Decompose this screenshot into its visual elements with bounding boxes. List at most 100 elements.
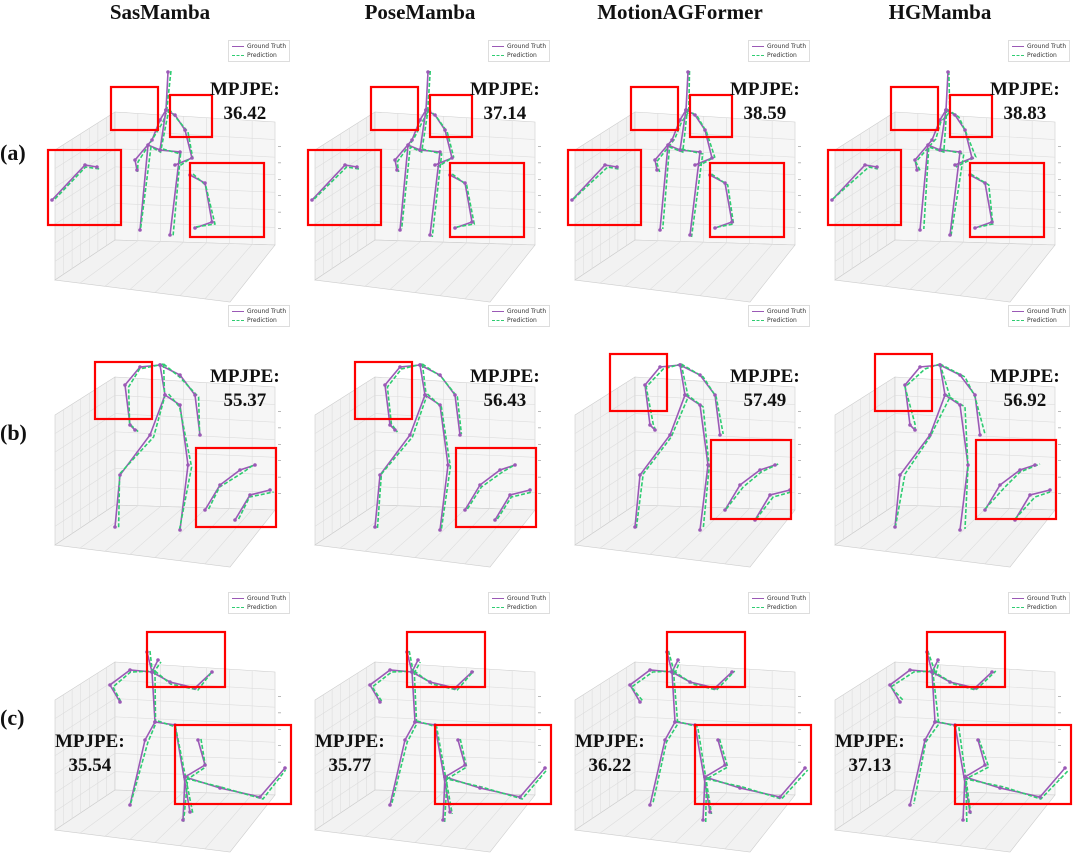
grid-line [574, 468, 636, 509]
ground-truth-bone [984, 464, 1036, 511]
ground-truth-joint [388, 668, 392, 672]
ground-truth-joint [433, 163, 437, 167]
ground-truth-bone [702, 776, 706, 821]
mpjpe-value: 57.49 [743, 390, 787, 411]
ground-truth-joint [663, 738, 667, 742]
prediction-bone [400, 108, 430, 230]
ground-truth-joint [958, 373, 962, 377]
ground-truth-joint [653, 428, 657, 432]
ground-truth-bone [464, 464, 516, 511]
column-title: PoseMamba [364, 0, 476, 24]
grid-line [54, 753, 116, 794]
ground-truth-joint [998, 483, 1002, 487]
grid-line [389, 241, 444, 290]
prediction-bone [422, 148, 443, 238]
ground-truth-joint [773, 463, 777, 467]
ground-truth-joint [653, 158, 657, 162]
solid-line-swatch [492, 46, 504, 47]
pose-3d-plot [566, 70, 801, 303]
ground-truth-joint [178, 150, 182, 154]
ground-truth-joint [930, 138, 934, 142]
grid-line [894, 734, 1056, 743]
ground-truth-joint [898, 473, 902, 477]
ground-truth-joint [678, 118, 682, 122]
grid-line [414, 242, 467, 293]
grid-line [834, 468, 896, 509]
ground-truth-joint [438, 373, 442, 377]
mpjpe-value: 56.92 [1003, 390, 1047, 411]
mpjpe-annotation: MPJPE:36.22 [575, 730, 645, 778]
ground-truth-joint [1018, 468, 1022, 472]
ground-truth-joint [670, 138, 674, 142]
grid-line [634, 679, 796, 690]
legend-item-ground-truth: Ground Truth [232, 42, 286, 51]
grid-line [634, 166, 796, 176]
solid-line-swatch [1012, 311, 1024, 312]
ground-truth-joint [118, 473, 122, 477]
grid-line [574, 753, 636, 794]
legend-label: Prediction [767, 317, 797, 324]
grid-line [114, 184, 276, 193]
ground-truth-joint [133, 428, 137, 432]
ground-truth-bone [962, 776, 966, 821]
solid-line-swatch [752, 311, 764, 312]
ground-truth-joint [178, 403, 182, 407]
ground-truth-joint [683, 393, 687, 397]
legend-item-ground-truth: Ground Truth [1012, 307, 1066, 316]
legend-item-prediction: Prediction [752, 316, 806, 325]
dashed-line-swatch [1012, 320, 1024, 321]
grid-line [54, 431, 116, 471]
grid-line [634, 148, 796, 158]
grid-line [374, 716, 536, 726]
ground-truth-joint [686, 70, 690, 74]
ground-truth-joint [373, 525, 377, 529]
ground-truth-joint [443, 775, 447, 779]
prediction-bone [970, 173, 994, 228]
ground-truth-joint [698, 403, 702, 407]
highlight-box [46, 148, 123, 227]
highlight-box [109, 85, 160, 132]
prediction-bone [182, 775, 189, 823]
ground-truth-joint [918, 228, 922, 232]
grid-line [834, 221, 896, 262]
ground-truth-joint [463, 763, 467, 767]
grid-line [909, 506, 964, 555]
grid-line [364, 506, 421, 552]
grid-line [834, 431, 896, 471]
ground-truth-joint [253, 463, 257, 467]
legend-label: Prediction [507, 604, 537, 611]
highlight-box [953, 723, 1073, 806]
highlight-box [188, 161, 266, 239]
grid-line [574, 698, 636, 738]
legend-item-ground-truth: Ground Truth [1012, 42, 1066, 51]
grid-line [374, 431, 536, 441]
prediction-bone [421, 363, 463, 435]
column-title: HGMamba [888, 0, 992, 24]
ground-truth-joint [355, 165, 359, 169]
mpjpe-annotation: MPJPE:37.14 [470, 78, 540, 126]
solid-line-swatch [232, 46, 244, 47]
grid-line [894, 431, 1056, 441]
grid-line [634, 221, 796, 228]
legend-item-prediction: Prediction [752, 603, 806, 612]
ground-truth-joint [968, 810, 972, 814]
ground-truth-joint [1028, 493, 1032, 497]
grid-line [894, 698, 1056, 708]
grid-line [634, 734, 796, 743]
mpjpe-value: 55.37 [223, 390, 267, 411]
grid-line [374, 184, 536, 193]
ground-truth-joint [908, 668, 912, 672]
prediction-bone [944, 393, 969, 530]
ground-truth-joint [948, 680, 952, 684]
grid-line [114, 221, 276, 228]
grid-line [339, 505, 399, 549]
ground-truth-joint [875, 165, 879, 169]
mpjpe-annotation: MPJPE:36.42 [210, 78, 280, 126]
grid-line [79, 505, 139, 549]
ground-truth-joint [418, 118, 422, 122]
ground-truth-joint [943, 393, 947, 397]
ground-truth-joint [678, 148, 682, 152]
grid-line [54, 680, 116, 719]
ground-truth-joint [173, 113, 177, 117]
